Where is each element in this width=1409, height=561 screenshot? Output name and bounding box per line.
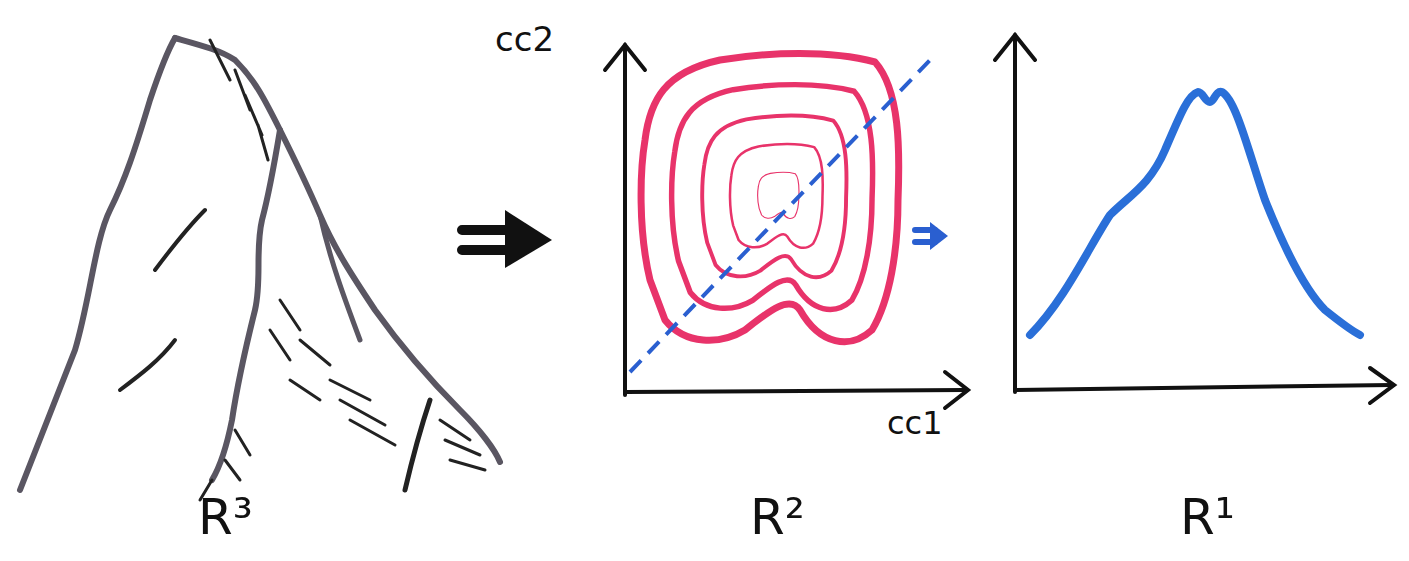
space-label: R² xyxy=(750,492,805,542)
transform-arrow xyxy=(915,222,948,250)
axis-label: cc2 xyxy=(495,22,554,56)
mountain-sketch xyxy=(20,38,500,500)
axes xyxy=(995,35,1394,403)
space-label: R³ xyxy=(198,492,253,542)
axis-label: cc1 xyxy=(887,407,943,439)
transform-arrow xyxy=(462,210,552,268)
projection-line xyxy=(630,58,932,372)
density-curve xyxy=(1030,92,1360,335)
contour-lines xyxy=(641,54,899,342)
space-label: R¹ xyxy=(1180,492,1235,542)
axes xyxy=(605,45,968,408)
